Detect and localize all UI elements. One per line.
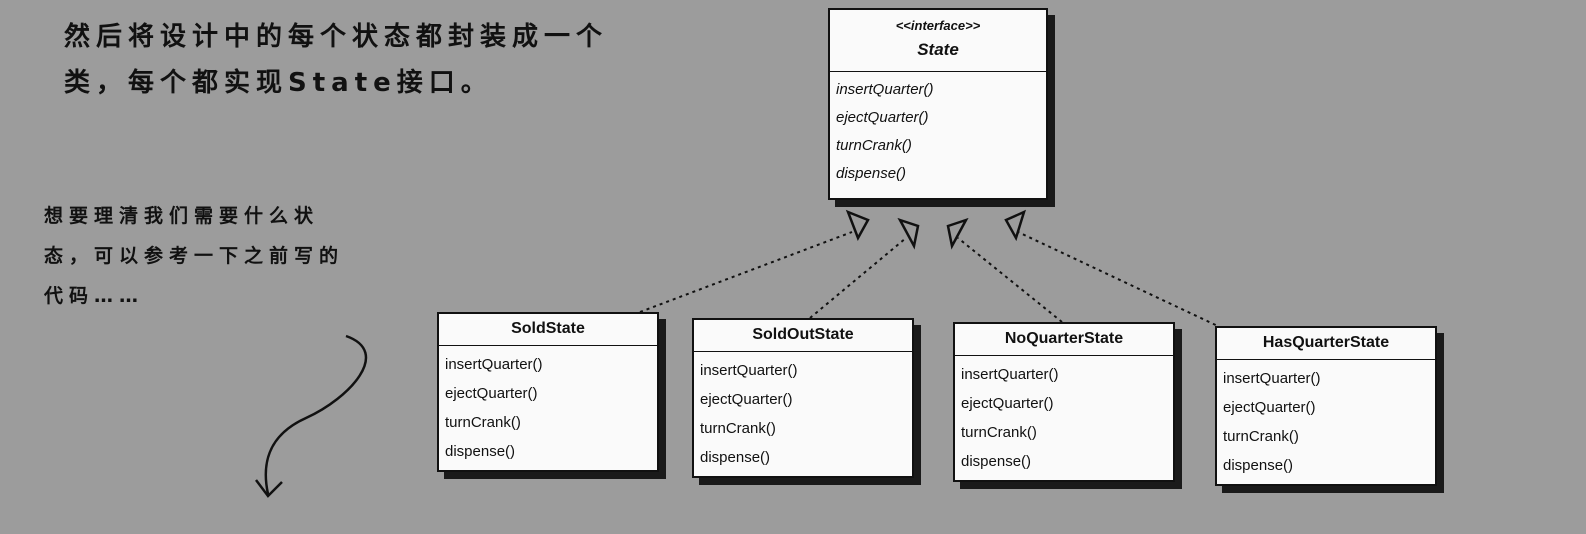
class-method: ejectQuarter()	[961, 395, 1054, 412]
class-method: ejectQuarter()	[445, 385, 538, 402]
class-method: turnCrank()	[961, 424, 1037, 441]
annotation-top: 然后将设计中的每个状态都封装成一个类，每个都实现State接口。	[64, 22, 609, 98]
class-name: NoQuarterState	[955, 324, 1173, 356]
class-method: insertQuarter()	[1223, 370, 1321, 387]
class-methods: insertQuarter() ejectQuarter() turnCrank…	[694, 352, 912, 476]
class-method: turnCrank()	[445, 414, 521, 431]
arrowhead-down	[255, 479, 283, 498]
interface-method: ejectQuarter()	[836, 109, 929, 126]
realization-line-soldoutstate	[809, 237, 907, 319]
class-methods: insertQuarter() ejectQuarter() turnCrank…	[1217, 360, 1435, 484]
class-method: insertQuarter()	[961, 366, 1059, 383]
realization-line-soldstate	[639, 231, 853, 313]
class-methods: insertQuarter() ejectQuarter() turnCrank…	[955, 356, 1173, 480]
realization-line-hasquarterstate	[1017, 231, 1223, 329]
class-method: insertQuarter()	[700, 362, 798, 379]
interface-method: dispense()	[836, 165, 907, 182]
interface-stereotype: <<interface>>	[895, 18, 981, 33]
class-box-soldstate: SoldState insertQuarter() ejectQuarter()…	[437, 312, 659, 472]
class-method: turnCrank()	[700, 420, 776, 437]
realization-arrowhead-3	[946, 217, 969, 250]
class-method: ejectQuarter()	[700, 391, 793, 408]
interface-header: <<interface>> State	[830, 10, 1046, 72]
realization-arrowhead-1	[845, 209, 870, 241]
class-name: SoldOutState	[694, 320, 912, 352]
realization-arrowhead-4	[1004, 209, 1027, 242]
state-interface-box: <<interface>> State insertQuarter() ejec…	[828, 8, 1048, 200]
class-method: insertQuarter()	[445, 356, 543, 373]
class-method: ejectQuarter()	[1223, 399, 1316, 416]
handdrawn-curved-arrow	[264, 334, 368, 495]
interface-method: turnCrank()	[836, 137, 912, 154]
class-method: turnCrank()	[1223, 428, 1299, 445]
class-method: dispense()	[1223, 457, 1294, 474]
class-box-hasquarterstate: HasQuarterState insertQuarter() ejectQua…	[1215, 326, 1437, 486]
interface-method: insertQuarter()	[836, 81, 934, 98]
realization-arrowhead-2	[897, 217, 920, 250]
class-methods: insertQuarter() ejectQuarter() turnCrank…	[439, 346, 657, 470]
class-method: dispense()	[700, 449, 771, 466]
interface-methods: insertQuarter() ejectQuarter() turnCrank…	[830, 72, 1046, 192]
class-method: dispense()	[961, 453, 1032, 470]
annotation-side: 想要理清我们需要什么状态，可以参考一下之前写的代码……	[44, 205, 345, 307]
realization-line-noquarterstate	[957, 237, 1063, 323]
class-name: HasQuarterState	[1217, 328, 1435, 360]
class-name: SoldState	[439, 314, 657, 346]
class-method: dispense()	[445, 443, 516, 460]
class-box-noquarterstate: NoQuarterState insertQuarter() ejectQuar…	[953, 322, 1175, 482]
interface-name: State	[917, 40, 959, 59]
class-box-soldoutstate: SoldOutState insertQuarter() ejectQuarte…	[692, 318, 914, 478]
